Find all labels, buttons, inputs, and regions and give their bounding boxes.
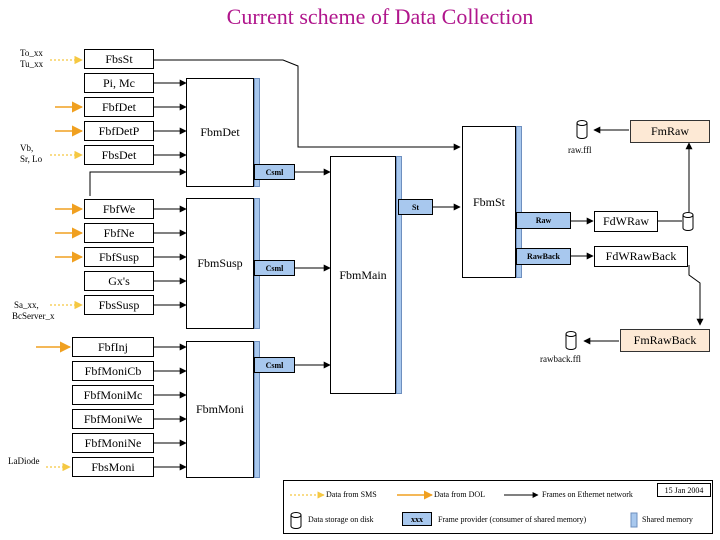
date-label: 15 Jan 2004: [657, 483, 711, 497]
disk-icon: [577, 121, 587, 139]
shared-memory-bar: [396, 156, 402, 394]
provider-st: St: [398, 199, 433, 215]
legend-provider: Frame provider (consumer of shared memor…: [438, 515, 586, 524]
input-box-fbfmoniwe: FbfMoniWe: [72, 409, 154, 429]
module-fbmsusp: FbmSusp: [186, 198, 254, 329]
input-box-fbfmonine: FbfMoniNe: [72, 433, 154, 453]
legend-ethernet: Frames on Ethernet network: [542, 490, 633, 499]
source-label-bcserver: BcServer_x: [12, 311, 55, 321]
input-box-fbssusp: FbsSusp: [84, 295, 154, 315]
fm-fmrawback: FmRawBack: [620, 329, 710, 352]
module-fbmst: FbmSt: [462, 126, 516, 278]
provider-csml-det: Csml: [254, 164, 295, 180]
provider-raw: Raw: [516, 212, 571, 229]
module-fbmdet: FbmDet: [186, 78, 254, 187]
legend: Data from SMS Data from DOL Frames on Et…: [283, 480, 713, 534]
input-box-fbfdet: FbfDet: [84, 97, 154, 117]
input-box-fbsst: FbsSt: [84, 49, 154, 69]
module-fbmmain: FbmMain: [330, 156, 396, 394]
input-box-fbfne: FbfNe: [84, 223, 154, 243]
input-box-gxs: Gx's: [84, 271, 154, 291]
storage-label-rawback: rawback.ffl: [540, 354, 581, 364]
provider-rawback: RawBack: [516, 248, 571, 265]
input-box-fbfsusp: FbfSusp: [84, 247, 154, 267]
disk-icon: [566, 332, 576, 350]
input-box-fbsmoni: FbsMoni: [72, 457, 154, 477]
source-label-sa: Sa_xx,: [14, 300, 39, 310]
diagram-title: Current scheme of Data Collection: [0, 4, 720, 30]
disk-icon: [683, 213, 693, 231]
storage-label-raw: raw.ffl: [568, 145, 592, 155]
input-box-fbfdetp: FbfDetP: [84, 121, 154, 141]
legend-dol: Data from DOL: [434, 490, 485, 499]
provider-csml-moni: Csml: [254, 357, 295, 373]
legend-sms: Data from SMS: [326, 490, 377, 499]
input-box-fbfmonicb: FbfMoniCb: [72, 361, 154, 381]
module-fbmmoni: FbmMoni: [186, 341, 254, 478]
input-box-fbfwe: FbfWe: [84, 199, 154, 219]
writer-fdwraw: FdWRaw: [594, 211, 658, 232]
legend-shared: Shared memory: [642, 515, 693, 524]
input-box-fbfinj: FbfInj: [72, 337, 154, 357]
sms-arrows: [46, 60, 82, 467]
legend-provider-box: xxx: [402, 512, 432, 526]
source-label-tu: Tu_xx: [20, 59, 43, 69]
source-label-ladiode: LaDiode: [8, 456, 40, 466]
input-box-fbsdet: FbsDet: [84, 145, 154, 165]
provider-csml-susp: Csml: [254, 260, 295, 276]
input-box-fbfmonimc: FbfMoniMc: [72, 385, 154, 405]
input-box-pi-mc: Pi, Mc: [84, 73, 154, 93]
legend-disk: Data storage on disk: [308, 515, 374, 524]
writer-fdwrawback: FdWRawBack: [594, 246, 688, 267]
source-label-vb: Vb,: [20, 143, 33, 153]
source-label-sr-lo: Sr, Lo: [20, 154, 42, 164]
fm-fmraw: FmRaw: [630, 120, 710, 143]
source-label-to: To_xx: [20, 48, 43, 58]
